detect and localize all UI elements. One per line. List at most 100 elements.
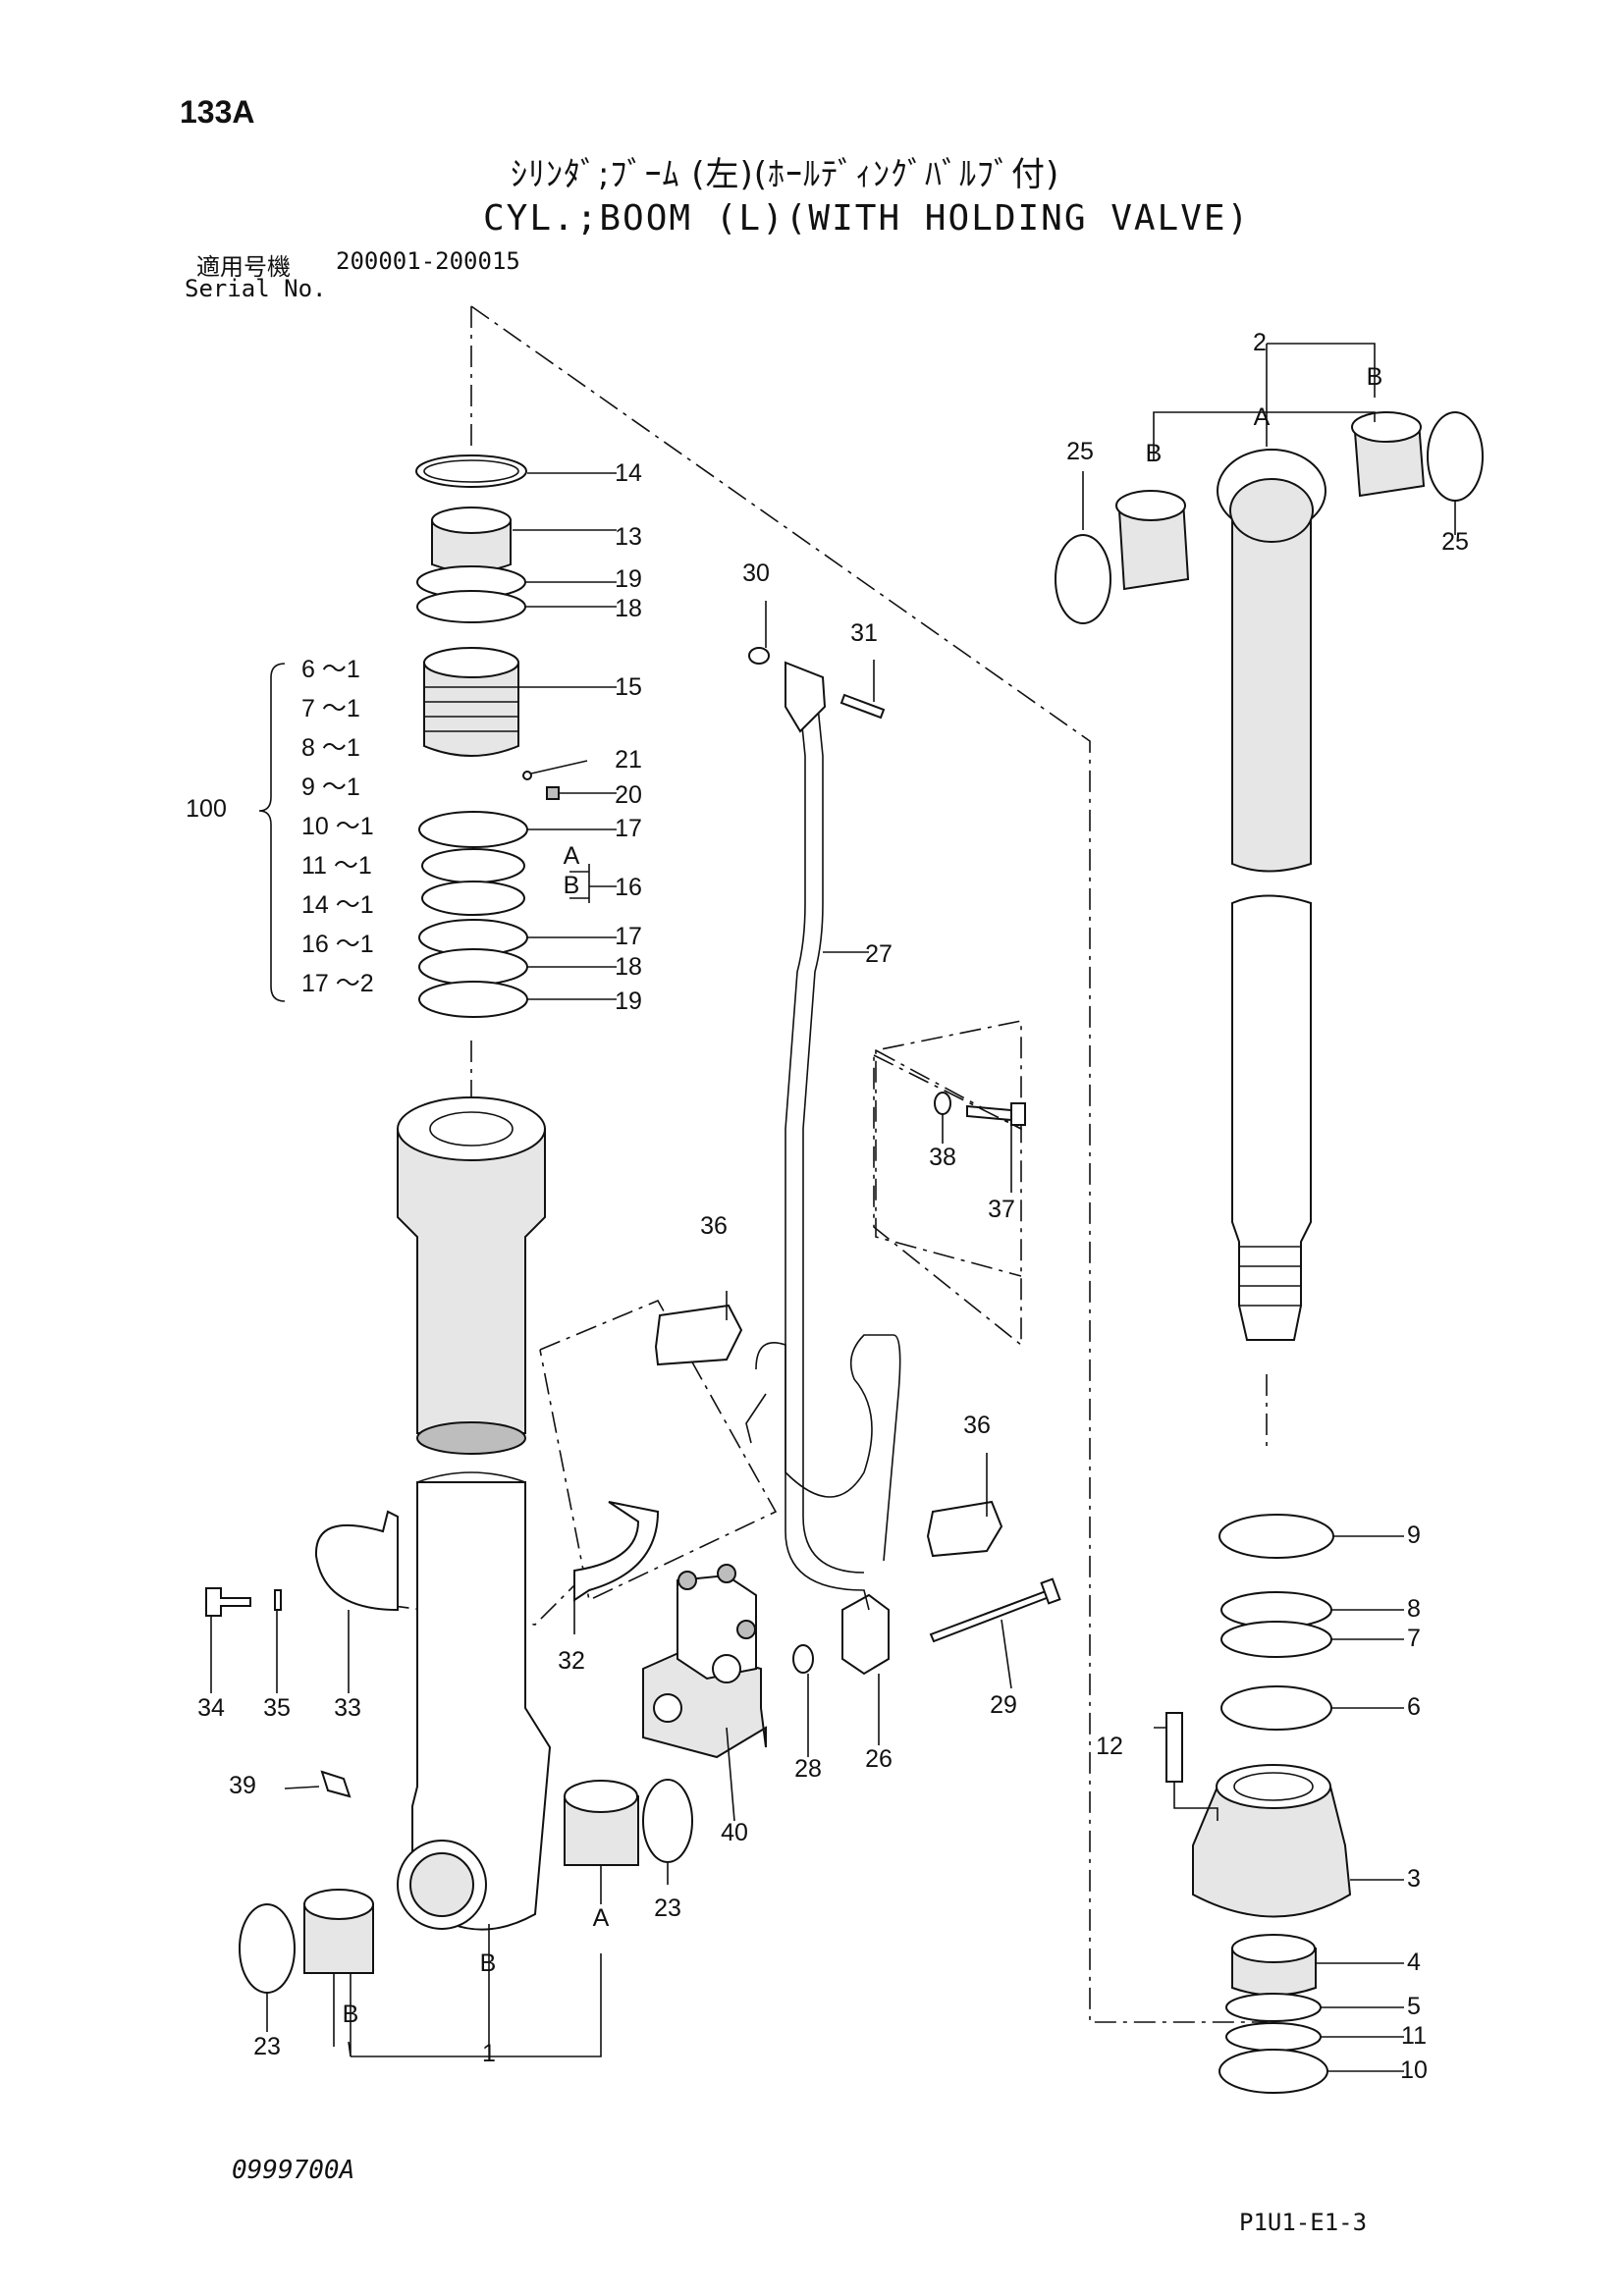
part-36-clamp-upper — [654, 1304, 743, 1366]
callout-layer: 1234567891011121314151617171818191920212… — [186, 329, 1469, 2084]
callout-36: 36 — [963, 1412, 991, 1439]
callout-10: 10 — [1400, 2056, 1428, 2084]
callout-8: 8 — [1407, 1595, 1421, 1623]
part-25-ring-right — [1427, 411, 1484, 502]
serial-label-english: Serial No. — [185, 275, 327, 302]
callout-1: 1 — [482, 2040, 496, 2067]
callout-5: 5 — [1407, 1993, 1421, 2020]
part-16-seal-a — [421, 848, 525, 883]
sub-label-a: A — [564, 842, 580, 870]
callout-2: 2 — [1253, 329, 1267, 356]
callout-30: 30 — [742, 560, 770, 587]
sub-label-b: B — [480, 1949, 497, 1977]
callout-21: 21 — [615, 746, 642, 774]
callout-13: 13 — [615, 523, 642, 551]
sub-label-b: B — [1367, 363, 1383, 391]
part-7-ring — [1220, 1621, 1332, 1658]
part-1-cylinder-tube — [397, 1096, 552, 1931]
part-27-pipe — [785, 706, 870, 1611]
callout-25: 25 — [1066, 438, 1094, 465]
kit-100-item: 9 ～1 — [301, 774, 360, 801]
kit-100-item: 6 ～1 — [301, 656, 360, 683]
page-id: 133A — [180, 94, 255, 130]
part-33-band — [314, 1510, 399, 1612]
callout-6: 6 — [1407, 1693, 1421, 1721]
part-38-washer — [934, 1092, 951, 1115]
part-31-bolt — [839, 693, 886, 720]
leader-lines — [210, 343, 1456, 2072]
kit-100-item: 7 ～1 — [301, 695, 360, 722]
part-36-clamp-lower — [926, 1500, 1003, 1558]
sub-label-b: B — [564, 872, 580, 899]
callout-100: 100 — [186, 795, 227, 823]
callout-3: 3 — [1407, 1865, 1421, 1893]
part-2-piston-rod — [1217, 449, 1326, 1341]
part-34-bolt — [205, 1587, 251, 1617]
part-15-piston — [423, 662, 519, 757]
callout-36: 36 — [700, 1212, 728, 1240]
part-28-o-ring — [792, 1644, 814, 1674]
kit-100-item: 10 ～1 — [301, 813, 374, 840]
callout-23: 23 — [654, 1895, 681, 1922]
callout-19: 19 — [615, 565, 642, 593]
part-3-head-cover — [1192, 1786, 1352, 1918]
callout-35: 35 — [263, 1694, 291, 1722]
part-18-ring-upper — [416, 590, 526, 623]
part-19-ring-lower — [418, 981, 528, 1018]
callout-15: 15 — [615, 673, 642, 701]
part-14-ring — [415, 454, 527, 488]
callout-7: 7 — [1407, 1625, 1421, 1652]
part-30-o-ring — [748, 647, 770, 665]
part-35-washer — [274, 1589, 282, 1611]
assembly-guide-clamp — [539, 1299, 778, 1602]
part-39-grease-fitting — [320, 1770, 352, 1798]
callout-12: 12 — [1096, 1733, 1123, 1760]
callout-18: 18 — [615, 595, 642, 622]
part-21-ball — [522, 771, 532, 780]
callout-27: 27 — [865, 940, 893, 968]
part-17-ring-a — [418, 811, 528, 848]
serial-label-japanese: 適用号機 — [196, 253, 291, 281]
callout-37: 37 — [988, 1196, 1015, 1223]
part-26-flange — [841, 1593, 890, 1676]
sub-label-b: B — [343, 2001, 359, 2028]
callout-26: 26 — [865, 1745, 893, 1773]
callout-29: 29 — [990, 1691, 1017, 1719]
callout-25: 25 — [1441, 528, 1469, 556]
kit-100-item: 11 ～1 — [301, 852, 372, 880]
callout-32: 32 — [558, 1647, 585, 1675]
part-12-bolt — [1165, 1712, 1183, 1783]
callout-31: 31 — [850, 619, 878, 647]
serial-range: 200001-200015 — [336, 247, 520, 275]
callout-17: 17 — [615, 923, 642, 950]
part-6-ring — [1220, 1685, 1332, 1731]
kit-100-item: 8 ～1 — [301, 734, 360, 762]
callout-40: 40 — [721, 1819, 748, 1846]
kit-100-item: 17 ～2 — [301, 970, 374, 997]
kit-100-item: 14 ～1 — [301, 891, 374, 919]
callout-28: 28 — [794, 1755, 822, 1783]
callout-11: 11 — [1401, 2022, 1427, 2050]
part-10-ring — [1218, 2049, 1328, 2094]
document-number: 0999700A — [232, 2156, 355, 2185]
page-code: P1U1-E1-3 — [1239, 2209, 1368, 2236]
title-japanese: ｼﾘﾝﾀﾞ;ﾌﾞｰﾑ (左)(ﾎｰﾙﾃﾞｨﾝｸﾞﾊﾞﾙﾌﾞ付) — [511, 155, 1060, 194]
part-23-ring-lower-left — [239, 1903, 296, 1994]
part-40-holding-valve — [642, 1564, 767, 1759]
pipe-loop — [755, 1334, 901, 1562]
sub-label-a: A — [1254, 403, 1271, 431]
callout-4: 4 — [1407, 1949, 1421, 1976]
part-25-ring-left — [1055, 534, 1111, 624]
part-16-seal-b — [421, 881, 525, 916]
callout-39: 39 — [229, 1772, 256, 1799]
callout-23: 23 — [253, 2033, 281, 2060]
kit-100-list: 6 ～17 ～18 ～19 ～110 ～111 ～114 ～116 ～117 ～… — [301, 656, 374, 997]
callout-18: 18 — [615, 953, 642, 981]
callout-17: 17 — [615, 815, 642, 842]
part-23-ring-right — [642, 1779, 693, 1863]
callout-14: 14 — [615, 459, 642, 487]
assembly-guide-bolt-37 — [873, 1053, 1022, 1347]
assembly-guide-band — [348, 1575, 585, 1626]
part-5-ring — [1225, 1993, 1322, 2022]
